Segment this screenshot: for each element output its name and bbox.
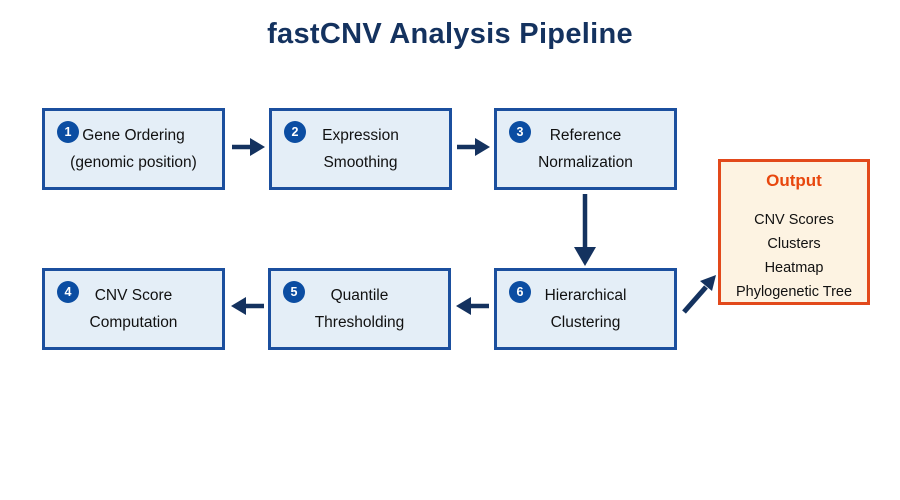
- step-box-reference-normalization: 3 Reference Normalization: [494, 108, 677, 190]
- step-box-cnv-score-computation: 4 CNV Score Computation: [42, 268, 225, 350]
- output-item-list: CNV Scores Clusters Heatmap Phylogenetic…: [721, 208, 867, 304]
- page-title: fastCNV Analysis Pipeline: [267, 18, 633, 50]
- step-label-cnv-score-computation: CNV Score Computation: [89, 287, 178, 331]
- arrow-step3-to-step6: [574, 194, 596, 266]
- output-title: Output: [766, 171, 822, 190]
- output-item-heatmap: Heatmap: [764, 260, 824, 276]
- step-number-badge-4: 4: [57, 281, 79, 303]
- step-box-quantile-thresholding: 5 Quantile Thresholding: [268, 268, 451, 350]
- step-number-badge-3: 3: [509, 121, 531, 143]
- arrow-step6-to-step5: [456, 297, 489, 315]
- output-item-phylogenetic-tree: Phylogenetic Tree: [735, 284, 853, 300]
- output-item-cnv-scores: CNV Scores: [754, 212, 834, 228]
- arrow-step6-to-output: [682, 275, 716, 314]
- output-box: Output CNV Scores Clusters Heatmap Phylo…: [718, 159, 870, 305]
- step-box-hierarchical-clustering: 6 Hierarchical Clustering: [494, 268, 677, 350]
- arrow-step1-to-step2: [232, 138, 265, 156]
- output-item-clusters: Clusters: [767, 236, 821, 252]
- step-number-badge-1: 1: [57, 121, 79, 143]
- step-label-reference-normalization: Reference Normalization: [538, 127, 633, 171]
- step-number-badge-5: 5: [283, 281, 305, 303]
- step-label-expression-smoothing: Expression Smoothing: [322, 127, 399, 171]
- step-box-expression-smoothing: 2 Expression Smoothing: [269, 108, 452, 190]
- step-number-badge-2: 2: [284, 121, 306, 143]
- step-box-gene-ordering: 1 Gene Ordering (genomic position): [42, 108, 225, 190]
- arrow-step5-to-step4: [231, 297, 264, 315]
- step-label-hierarchical-clustering: Hierarchical Clustering: [544, 287, 627, 331]
- step-number-badge-6: 6: [509, 281, 531, 303]
- step-label-gene-ordering: Gene Ordering (genomic position): [70, 127, 197, 171]
- step-label-quantile-thresholding: Quantile Thresholding: [314, 287, 405, 331]
- arrow-step2-to-step3: [457, 138, 490, 156]
